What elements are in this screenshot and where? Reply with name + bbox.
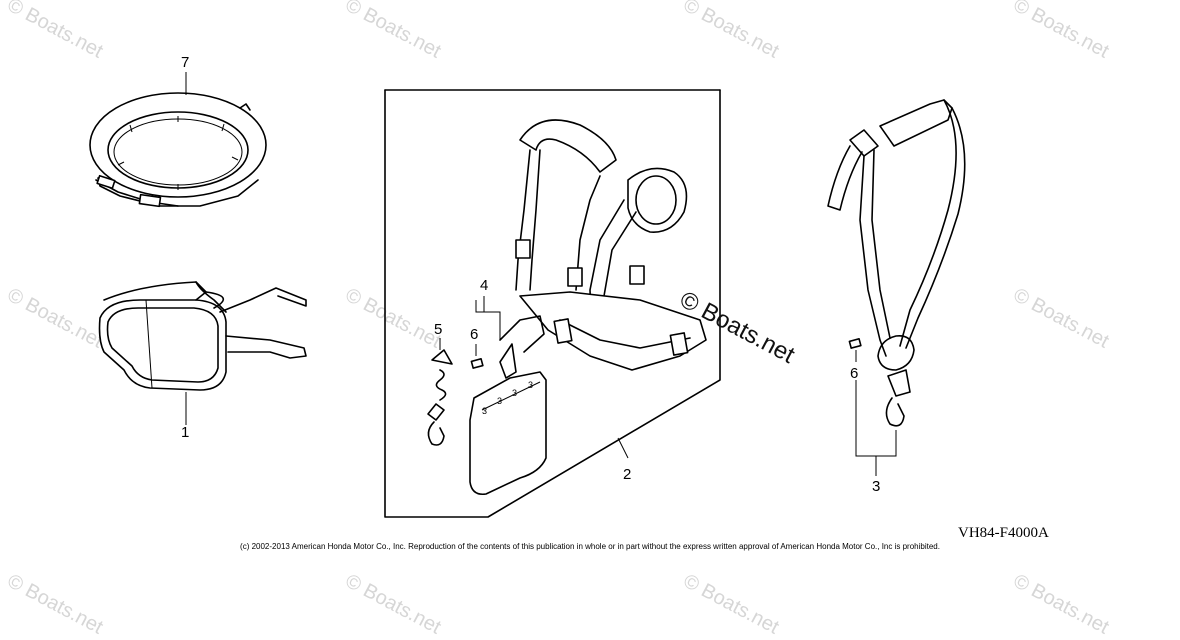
svg-text:3: 3 xyxy=(528,380,533,390)
diagram-reference-code: VH84-F4000A xyxy=(958,525,1049,541)
part-1-glasses xyxy=(98,281,307,425)
callout-6-right: 6 xyxy=(850,365,859,382)
callout-5: 5 xyxy=(434,321,443,338)
part-5-hook xyxy=(427,338,453,446)
callout-7: 7 xyxy=(181,54,190,71)
part-2-box xyxy=(384,89,721,518)
parts-diagram: 3 3 3 3 xyxy=(89,72,966,518)
part-3-strap xyxy=(827,99,966,476)
callout-2: 2 xyxy=(623,466,632,483)
part-2-harness: 3 3 3 3 xyxy=(469,119,707,496)
callout-4: 4 xyxy=(480,277,489,294)
svg-text:3: 3 xyxy=(482,406,487,416)
callout-1: 1 xyxy=(181,424,190,441)
svg-text:3: 3 xyxy=(497,396,502,406)
part-7-ring xyxy=(89,72,267,208)
svg-text:3: 3 xyxy=(512,388,517,398)
part-4-bracket xyxy=(475,296,501,340)
callout-6-left: 6 xyxy=(470,326,479,343)
copyright-notice: (c) 2002-2013 American Honda Motor Co., … xyxy=(240,542,940,551)
callout-3: 3 xyxy=(872,478,881,495)
part-6-tag xyxy=(470,338,862,369)
